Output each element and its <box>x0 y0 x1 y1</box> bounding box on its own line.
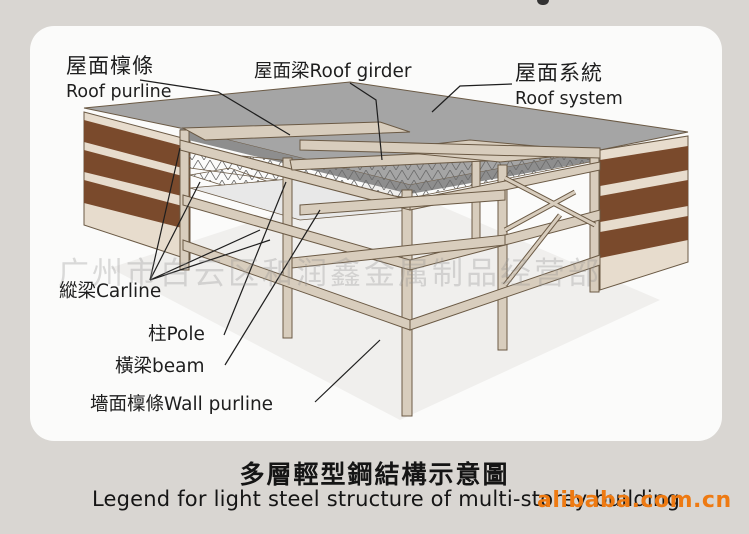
leader-lines <box>139 79 513 403</box>
label-roof-system-zh: 屋面系統 <box>515 61 603 85</box>
label-roof-system-en: Roof system <box>515 89 623 109</box>
caption-subtitle: Legend for light steel structure of mult… <box>92 487 680 511</box>
label-roof-purline-zh: 屋面檁條 <box>66 54 154 78</box>
top-edge-mark <box>537 0 549 5</box>
label-pole: 柱Pole <box>148 324 205 345</box>
label-beam: 橫梁beam <box>115 356 205 377</box>
leader-roof-purline <box>139 79 291 136</box>
right-wall-panel <box>599 135 689 291</box>
leader-pole <box>223 181 287 336</box>
leader-carline-1 <box>149 147 181 281</box>
bracing-highlight <box>503 176 596 286</box>
site-logo: alibaba.com.cn <box>537 488 732 513</box>
leader-carline-2 <box>149 181 201 281</box>
label-wall-purline: 墻面檁條Wall purline <box>90 394 274 415</box>
leader-wall-purline <box>314 339 381 403</box>
leader-carline-3 <box>149 229 261 281</box>
left-wall-panel <box>83 111 191 261</box>
label-roof-girder: 屋面梁Roof girder <box>254 61 412 82</box>
leader-roof-system <box>431 83 513 113</box>
caption-title: 多層輕型鋼結構示意圖 <box>239 460 510 489</box>
label-roof-purline-en: Roof purline <box>66 82 172 102</box>
ground-shadow <box>110 180 660 420</box>
leader-carline-4 <box>149 239 271 281</box>
leader-roof-girder <box>349 82 383 161</box>
watermark-text: 广州市白云区和润鑫金属制品经营部 <box>58 256 602 292</box>
roof-girder-beam <box>299 139 601 159</box>
leader-beam <box>224 209 321 366</box>
label-carline: 縱梁Carline <box>59 281 162 302</box>
